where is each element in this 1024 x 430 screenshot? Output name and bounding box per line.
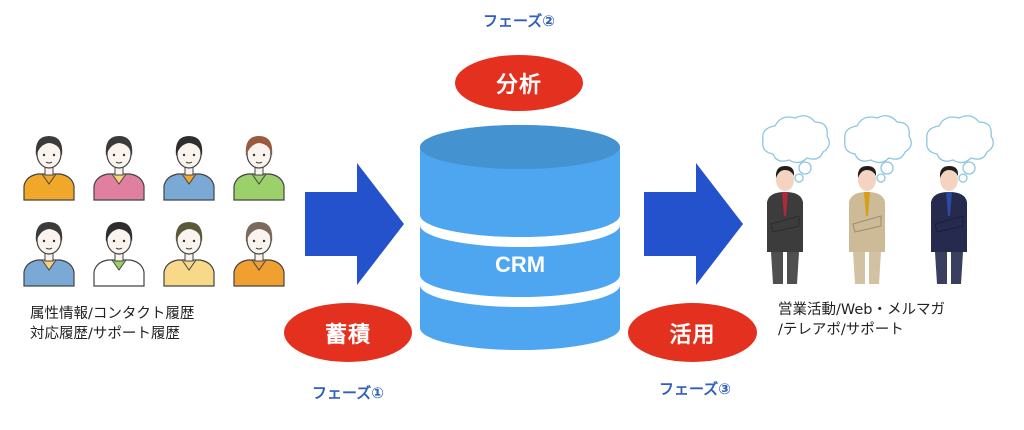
customer-avatar-icon xyxy=(18,128,80,201)
crm-label: CRM xyxy=(495,252,545,277)
thought-bubble-icon xyxy=(762,115,830,183)
phase-3-label: フェーズ③ xyxy=(659,380,731,398)
staff-activities-caption: 営業活動/Web・メルマガ /テレアポ/サポート xyxy=(778,300,945,340)
analysis-pill: 分析 xyxy=(455,55,583,111)
customer-avatar-icon xyxy=(88,214,150,287)
customer-grid xyxy=(18,128,286,287)
analysis-label: 分析 xyxy=(495,73,542,98)
staff-group xyxy=(755,112,1020,292)
sales-staff-icon xyxy=(919,112,999,287)
customer-avatar-icon xyxy=(88,128,150,201)
utilize-arrow-icon xyxy=(644,163,743,285)
crm-database-icon: CRM xyxy=(420,125,620,350)
utilize-pill: 活用 xyxy=(628,303,757,362)
customer-caption-line-2: 対応履歴/サポート履歴 xyxy=(30,326,180,342)
staff-caption-line-2: /テレアポ/サポート xyxy=(778,322,904,338)
phase-1-label: フェーズ① xyxy=(312,384,384,402)
staff-caption-line-1: 営業活動/Web・メルマガ xyxy=(778,302,945,318)
customer-avatar-icon xyxy=(158,128,220,201)
customer-data-caption: 属性情報/コンタクト履歴 対応履歴/サポート履歴 xyxy=(30,304,194,344)
sales-staff-icon xyxy=(755,112,835,287)
customer-avatar-icon xyxy=(158,214,220,287)
customer-avatar-icon xyxy=(18,214,80,287)
sales-staff-icon xyxy=(837,112,917,287)
utilize-label: 活用 xyxy=(669,322,716,348)
thought-bubble-icon xyxy=(926,115,994,183)
accumulate-label: 蓄積 xyxy=(324,322,371,348)
customer-avatar-icon xyxy=(228,214,290,287)
accumulate-pill: 蓄積 xyxy=(284,303,412,362)
customer-avatar-icon xyxy=(228,128,290,201)
phase-2-label: フェーズ② xyxy=(483,12,555,30)
thought-bubble-icon xyxy=(844,115,912,183)
accumulate-arrow-icon xyxy=(305,163,404,285)
customer-caption-line-1: 属性情報/コンタクト履歴 xyxy=(30,306,195,322)
